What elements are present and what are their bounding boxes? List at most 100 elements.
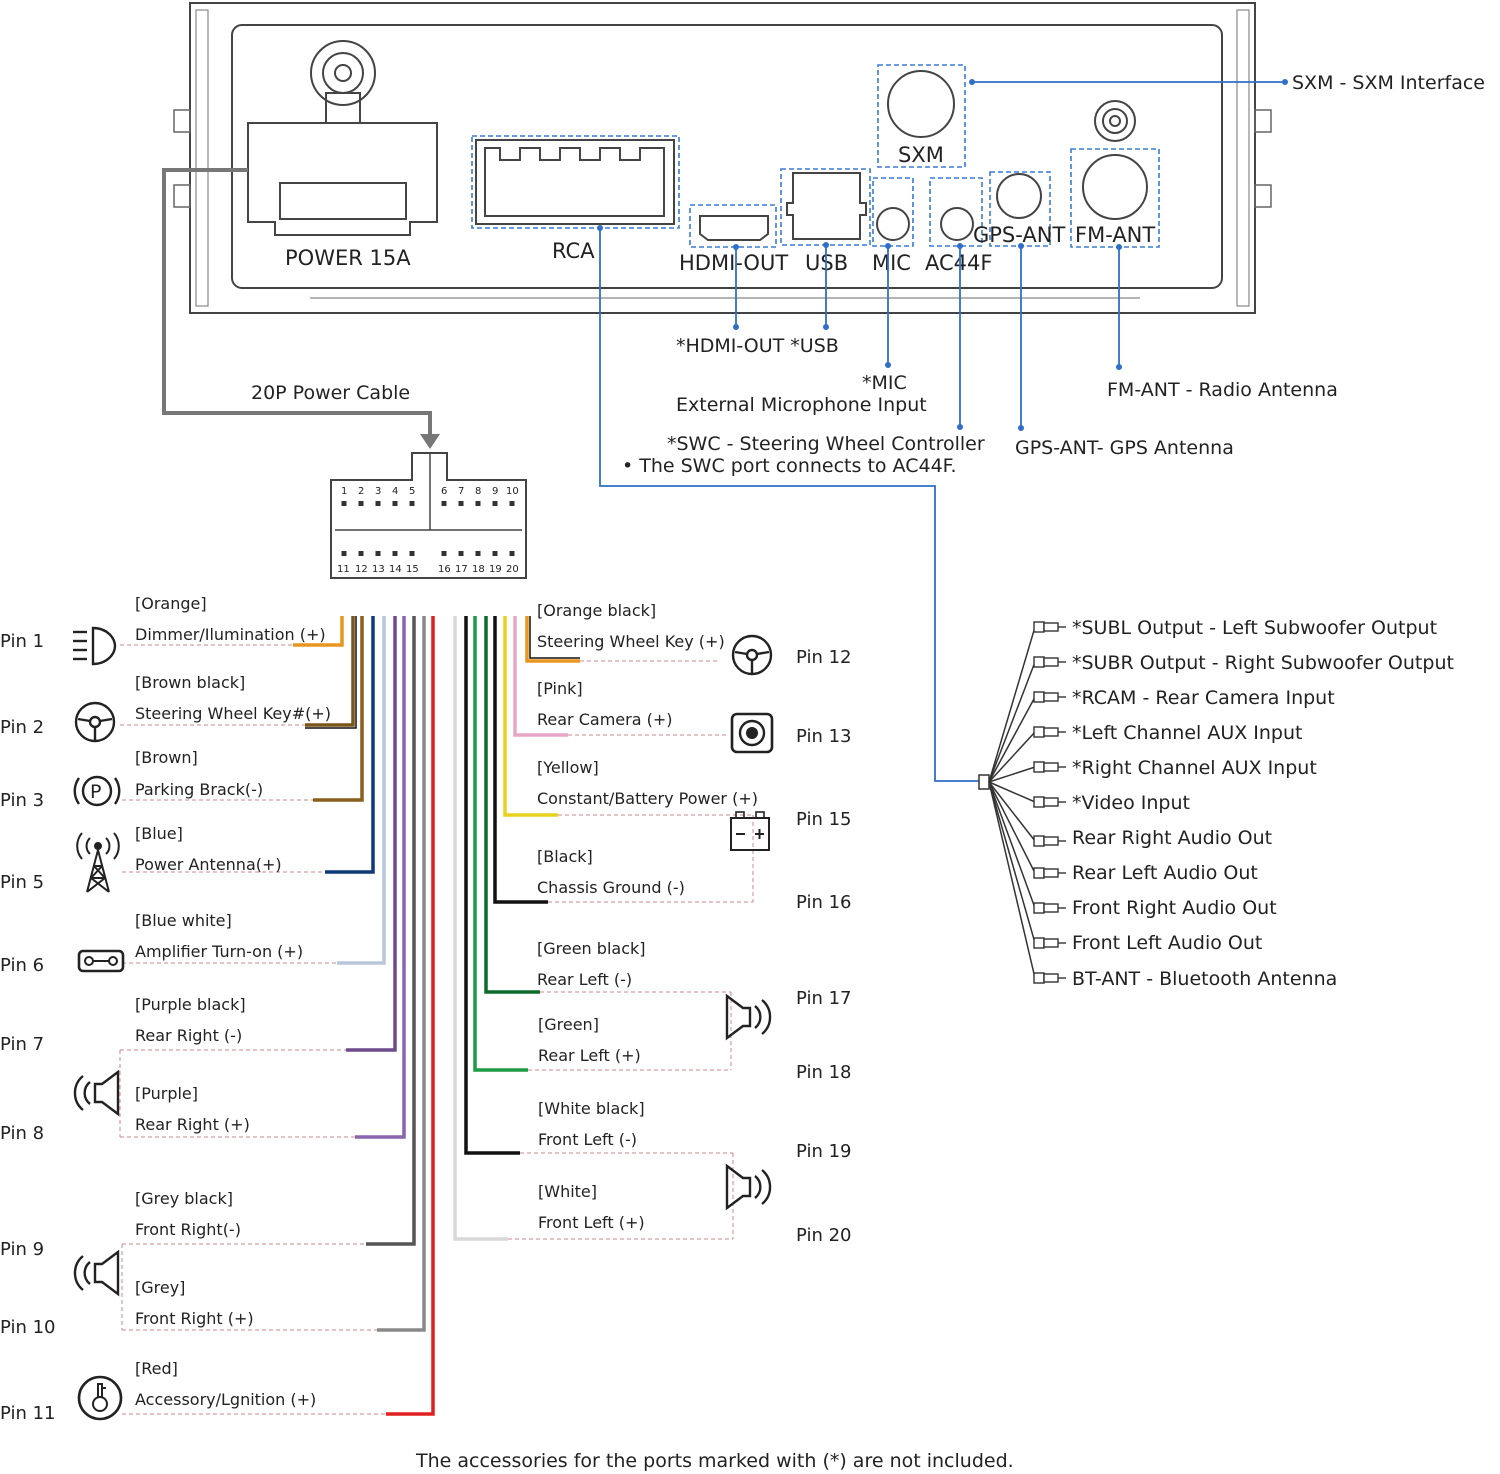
pin-number: 5 bbox=[409, 486, 415, 497]
headlight-icon bbox=[73, 626, 117, 666]
mic-desc: External Microphone Input bbox=[676, 394, 927, 416]
wire-color-label: [Grey] bbox=[135, 1278, 185, 1297]
wire bbox=[453, 616, 508, 1241]
pin-dot bbox=[509, 551, 515, 556]
rca-output-label: *Left Channel AUX Input bbox=[1072, 722, 1303, 744]
rca-plug bbox=[1043, 903, 1059, 913]
pin-number: 1 bbox=[341, 486, 347, 497]
rca-plug bbox=[1043, 692, 1059, 702]
wire-function-label: Rear Right (+) bbox=[135, 1115, 250, 1134]
pin-label: Pin 9 bbox=[0, 1239, 44, 1260]
pin-number: 17 bbox=[455, 564, 468, 575]
pin-number: 14 bbox=[389, 564, 402, 575]
rca-harness bbox=[978, 621, 1066, 984]
pin-dot bbox=[458, 551, 464, 556]
pin-label: Pin 3 bbox=[0, 790, 44, 811]
pin-dot bbox=[341, 501, 347, 506]
wire bbox=[325, 616, 375, 874]
wire-color-label: [Blue] bbox=[135, 824, 183, 843]
sxm-callout: SXM - SXM Interface bbox=[1292, 72, 1485, 94]
sxm-port bbox=[877, 64, 966, 168]
rca-output-label: *SUBR Output - Right Subwoofer Output bbox=[1072, 652, 1454, 674]
pin-number: 9 bbox=[492, 486, 498, 497]
wire-function-label: Rear Right (-) bbox=[135, 1026, 242, 1045]
pin-dot bbox=[509, 501, 515, 506]
speaker-left-icon bbox=[73, 1069, 120, 1117]
harness-lead bbox=[988, 781, 1040, 944]
speaker-right-icon bbox=[725, 993, 772, 1041]
rca-output-label: Front Right Audio Out bbox=[1072, 897, 1277, 919]
wire-function-label: Front Left (-) bbox=[538, 1130, 637, 1149]
pin-dot bbox=[358, 501, 364, 506]
pin-connector: 1 2 3 4 5 6 7 8 9 10 11 12 13 14 15 16 1… bbox=[330, 452, 527, 579]
harness-lead bbox=[988, 626, 1040, 783]
pin-number: 7 bbox=[458, 486, 464, 497]
pin-label: Pin 15 bbox=[796, 809, 852, 830]
rca-port bbox=[471, 135, 680, 229]
ac44f-label: AC44F bbox=[925, 251, 992, 275]
wire-color-label: [White] bbox=[538, 1182, 597, 1201]
wire-color-label: [Orange] bbox=[135, 594, 207, 613]
harness-lead bbox=[988, 661, 1040, 783]
rca-plug bbox=[1043, 938, 1059, 948]
pin-label: Pin 6 bbox=[0, 955, 44, 976]
mic-port bbox=[872, 177, 914, 247]
footnote: The accessories for the ports marked wit… bbox=[415, 1450, 1014, 1472]
pin-label: Pin 7 bbox=[0, 1034, 44, 1055]
gps-callout: GPS-ANT- GPS Antenna bbox=[1015, 437, 1234, 459]
sxm-label: SXM bbox=[898, 143, 944, 167]
left-pin-labels: Pin 1 [Orange] Dimmer/Ilumination (+) Pi… bbox=[0, 594, 331, 1424]
wire bbox=[366, 616, 416, 1246]
pin-dot bbox=[441, 551, 447, 556]
pin-label: Pin 10 bbox=[0, 1317, 56, 1338]
svg-text:P: P bbox=[90, 781, 101, 803]
wire-function-label: Front Left (+) bbox=[538, 1213, 645, 1232]
rca-output-label: Front Left Audio Out bbox=[1072, 932, 1262, 954]
wire bbox=[355, 616, 406, 1139]
rca-plug bbox=[1033, 835, 1045, 847]
pin-label: Pin 13 bbox=[796, 726, 852, 747]
camera-icon bbox=[730, 712, 774, 754]
wire-color-label: [Red] bbox=[135, 1359, 178, 1378]
wire-function-label: Chassis Ground (-) bbox=[537, 878, 685, 897]
pin-number: 13 bbox=[372, 564, 385, 575]
wire bbox=[377, 616, 426, 1332]
wire-function-label: Rear Camera (+) bbox=[537, 710, 672, 729]
wire-function-label: Front Right(-) bbox=[135, 1220, 241, 1239]
usb-port bbox=[780, 168, 871, 246]
parking-icon: P bbox=[73, 775, 121, 807]
pin-number: 18 bbox=[472, 564, 485, 575]
pin-number: 20 bbox=[506, 564, 519, 575]
wire-function-label: Constant/Battery Power (+) bbox=[537, 789, 758, 808]
wire bbox=[337, 616, 386, 965]
harness-lead bbox=[988, 781, 1040, 874]
pin-dots-bottom bbox=[341, 551, 515, 556]
rca-plug bbox=[1043, 622, 1059, 632]
wire bbox=[513, 616, 568, 737]
rca-plug bbox=[1043, 836, 1059, 846]
pin-number: 15 bbox=[406, 564, 419, 575]
rca-output-label: BT-ANT - Bluetooth Antenna bbox=[1072, 968, 1337, 990]
rca-plug bbox=[1043, 657, 1059, 667]
mic-label: MIC bbox=[872, 251, 911, 275]
rca-output-label: *Video Input bbox=[1072, 792, 1190, 814]
power-port bbox=[247, 40, 438, 236]
wires bbox=[119, 616, 754, 1416]
pin-number: 12 bbox=[355, 564, 368, 575]
pin-number: 11 bbox=[337, 564, 350, 575]
rca-plug bbox=[1033, 691, 1045, 703]
pin-dot bbox=[458, 501, 464, 506]
wire bbox=[346, 616, 397, 1052]
rca-plug bbox=[1033, 761, 1045, 773]
rca-output-label: Rear Right Audio Out bbox=[1072, 827, 1272, 849]
pin-dot bbox=[492, 501, 498, 506]
wire-color-label: [Green] bbox=[538, 1015, 599, 1034]
pin-dot bbox=[492, 551, 498, 556]
pin-label: Pin 12 bbox=[796, 647, 852, 668]
wire-color-label: [Brown] bbox=[135, 748, 198, 767]
pin-label: Pin 20 bbox=[796, 1225, 852, 1246]
wire bbox=[525, 616, 580, 663]
pin-label: Pin 2 bbox=[0, 717, 44, 738]
wire-stripe bbox=[529, 616, 580, 659]
wire-color-label: [Pink] bbox=[537, 679, 583, 698]
